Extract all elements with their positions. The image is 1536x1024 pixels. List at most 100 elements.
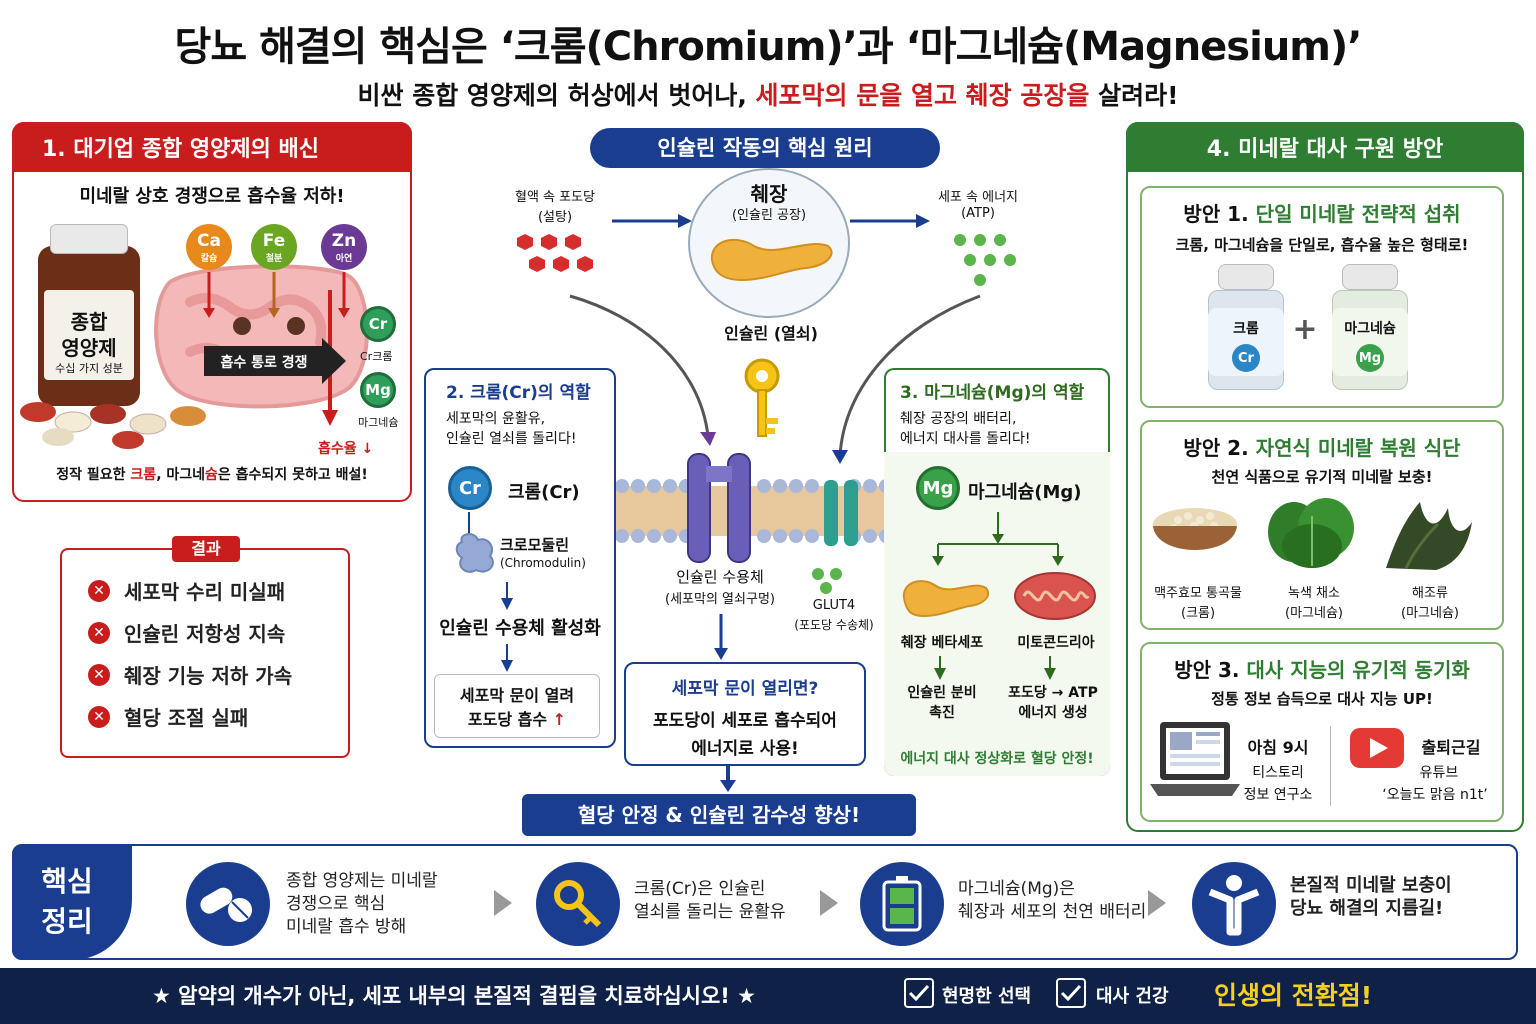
panel3-title: 3. 마그네슘(Mg)의 역할 — [900, 383, 1085, 403]
arrow-right-icon — [494, 890, 512, 916]
down-arrow — [714, 614, 728, 660]
glut4-glucose — [812, 568, 842, 594]
divider — [1330, 726, 1331, 806]
door-box — [434, 674, 600, 738]
arrow-to-pancreas — [612, 214, 692, 228]
beta-cell-label: 췌장 베타세포 — [900, 635, 984, 651]
panel1-lead: 미네랄 상호 경쟁으로 흡수율 저하! — [79, 186, 345, 207]
cr-chip-small: Cr — [360, 306, 396, 342]
green-vegetable-icon — [1268, 498, 1354, 568]
bottle-mg-chip: Mg — [1356, 344, 1384, 372]
insulin-receptor-icon — [687, 453, 751, 563]
mito-label: 미토콘드리아 — [1017, 635, 1095, 651]
summary-icon-pills — [186, 862, 270, 946]
blood-sugar-label: 혈액 속 포도당 — [514, 190, 596, 205]
pill-pile — [20, 402, 206, 449]
down-arrow — [501, 644, 513, 672]
summary-text: 마그네슘(Mg)은 췌장과 세포의 천연 배터리 — [958, 879, 1147, 922]
plan1-title: 방안 1. 단일 미네랄 전략적 섭취 — [1183, 202, 1461, 226]
plan2-box — [1140, 420, 1504, 630]
plan1-box — [1140, 186, 1504, 408]
insulin-key-label: 인슐린 (열쇠) — [724, 324, 818, 343]
mitochondria-icon — [1014, 572, 1096, 620]
plan2-title: 방안 2. 자연식 미네랄 복원 식단 — [1183, 436, 1461, 460]
footer-main: ★ 알약의 개수가 아닌, 세포 내부의 본질적 결핍을 치료하십시오! ★ — [152, 984, 757, 1008]
mineral-zn-chip: Zn 아연 — [321, 224, 367, 270]
summary-icon-battery — [860, 862, 944, 946]
down-arrow — [720, 766, 736, 792]
bottle-mg-cap — [1342, 264, 1398, 290]
result-item: ✕인슐린 저항성 지속 — [88, 618, 285, 647]
seaweed-icon — [1386, 502, 1472, 570]
pancreas-circle — [688, 168, 850, 318]
youtube-play-icon — [1370, 738, 1388, 758]
summary-text: 본질적 미네랄 보충이 당뇨 해결의 지름길! — [1290, 875, 1452, 919]
receptor-label: 인슐린 수용체 — [676, 568, 764, 586]
food-tag: (크롬) — [1180, 606, 1216, 621]
yt-name-2: ‘오늘도 맑음 n1t’ — [1382, 787, 1488, 803]
panel4-header: 4. 미네랄 대사 구원 방안 — [1126, 122, 1524, 172]
cr-chip: Cr — [448, 466, 492, 510]
door-open-answer-1: 포도당이 세포로 흡수되어 — [653, 711, 837, 731]
compete-label: 흡수 통로 경쟁 — [220, 355, 308, 371]
arrow-to-energy — [850, 214, 930, 228]
bottle-cr-chip: Cr — [1232, 344, 1260, 372]
beta-cell-pancreas-icon — [902, 580, 989, 618]
key-icon — [744, 358, 780, 437]
result-item: ✕췌장 기능 저하 가속 — [88, 660, 292, 689]
arrow-right-icon — [1148, 890, 1166, 916]
bottle-cap — [50, 224, 128, 254]
door-open-answer-2: 에너지로 사용! — [691, 739, 799, 759]
subtitle-pre: 비싼 종합 영양제의 허상에서 벗어나, — [357, 81, 756, 110]
atp-molecules — [954, 234, 1016, 286]
blog-name-1: 티스토리 — [1252, 765, 1304, 781]
person-icon — [1208, 875, 1260, 936]
chromodulin-icon — [455, 512, 494, 573]
chromodulin-label: 크로모둘린 — [500, 536, 570, 554]
bottle-cr-name: 크롬 — [1233, 321, 1259, 337]
down-arrow — [1044, 656, 1056, 680]
x-icon: ✕ — [88, 705, 110, 728]
food-tag: (마그네슘) — [1401, 606, 1459, 621]
page-title: 당뇨 해결의 핵심은 ‘크롬(Chromium)’과 ‘마그네슘(Magnesi… — [174, 24, 1363, 70]
door-open-box — [624, 662, 866, 766]
panel2-sub2: 인슐린 열쇠를 돌리다! — [446, 431, 577, 447]
panel2-name: 크롬(Cr) — [508, 482, 580, 503]
x-icon: ✕ — [88, 663, 110, 686]
chromodulin-en: (Chromodulin) — [500, 556, 586, 570]
center-header: 인슐린 작동의 핵심 원리 — [590, 128, 940, 168]
subtitle-highlight: 세포막의 문을 열고 췌장 공장을 — [755, 81, 1090, 110]
summary-icon-person — [1192, 862, 1276, 946]
pancreas-icon — [710, 238, 833, 282]
down-arrow — [501, 582, 513, 610]
pill-icon — [200, 887, 252, 922]
summary-text: 크롬(Cr)은 인슐린 열쇠를 돌리는 윤활유 — [634, 879, 786, 922]
food-name: 녹색 채소 — [1288, 586, 1340, 601]
subtitle-post: 살려라! — [1089, 81, 1179, 110]
laptop-icon — [1150, 722, 1240, 796]
yt-time: 출퇴근길 — [1421, 738, 1481, 757]
plus-icon: + — [1292, 312, 1318, 347]
beta-out-1: 인슐린 분비 — [907, 685, 977, 701]
door-text-2: 포도당 흡수 ↑ — [467, 710, 567, 729]
absorb-rate-label: 흡수율 ↓ — [318, 441, 374, 457]
door-open-question: 세포막 문이 열리면? — [671, 679, 819, 699]
mg-chip-small: Mg — [360, 372, 396, 408]
bottle-label-text-1: 종합 — [70, 310, 108, 334]
mg-branch-arrows — [932, 512, 1064, 566]
glucose-curve-arrow — [569, 294, 716, 446]
glut4-label: GLUT4 — [812, 598, 856, 613]
check-box-icon — [1056, 978, 1086, 1008]
footer-turning-point: 인생의 전환점! — [1214, 981, 1373, 1010]
food-tag: (마그네슘) — [1285, 606, 1343, 621]
cr-small-label: Cr크롬 — [360, 350, 393, 363]
compete-arrow-head — [322, 338, 346, 384]
plan2-desc: 천연 식품으로 유기적 미네랄 보충! — [1211, 468, 1433, 486]
mineral-ca-chip: Ca 칼슘 — [186, 224, 232, 270]
compete-arrow — [204, 346, 324, 376]
panel3-footnote: 에너지 대사 정상화로 혈당 안정! — [900, 751, 1094, 767]
blood-sugar-sub: (설탕) — [537, 210, 573, 225]
cell-energy-sub: (ATP) — [961, 206, 995, 221]
summary-label-2: 정리 — [41, 905, 93, 938]
bottle-label-text-2: 영양제 — [61, 336, 117, 360]
